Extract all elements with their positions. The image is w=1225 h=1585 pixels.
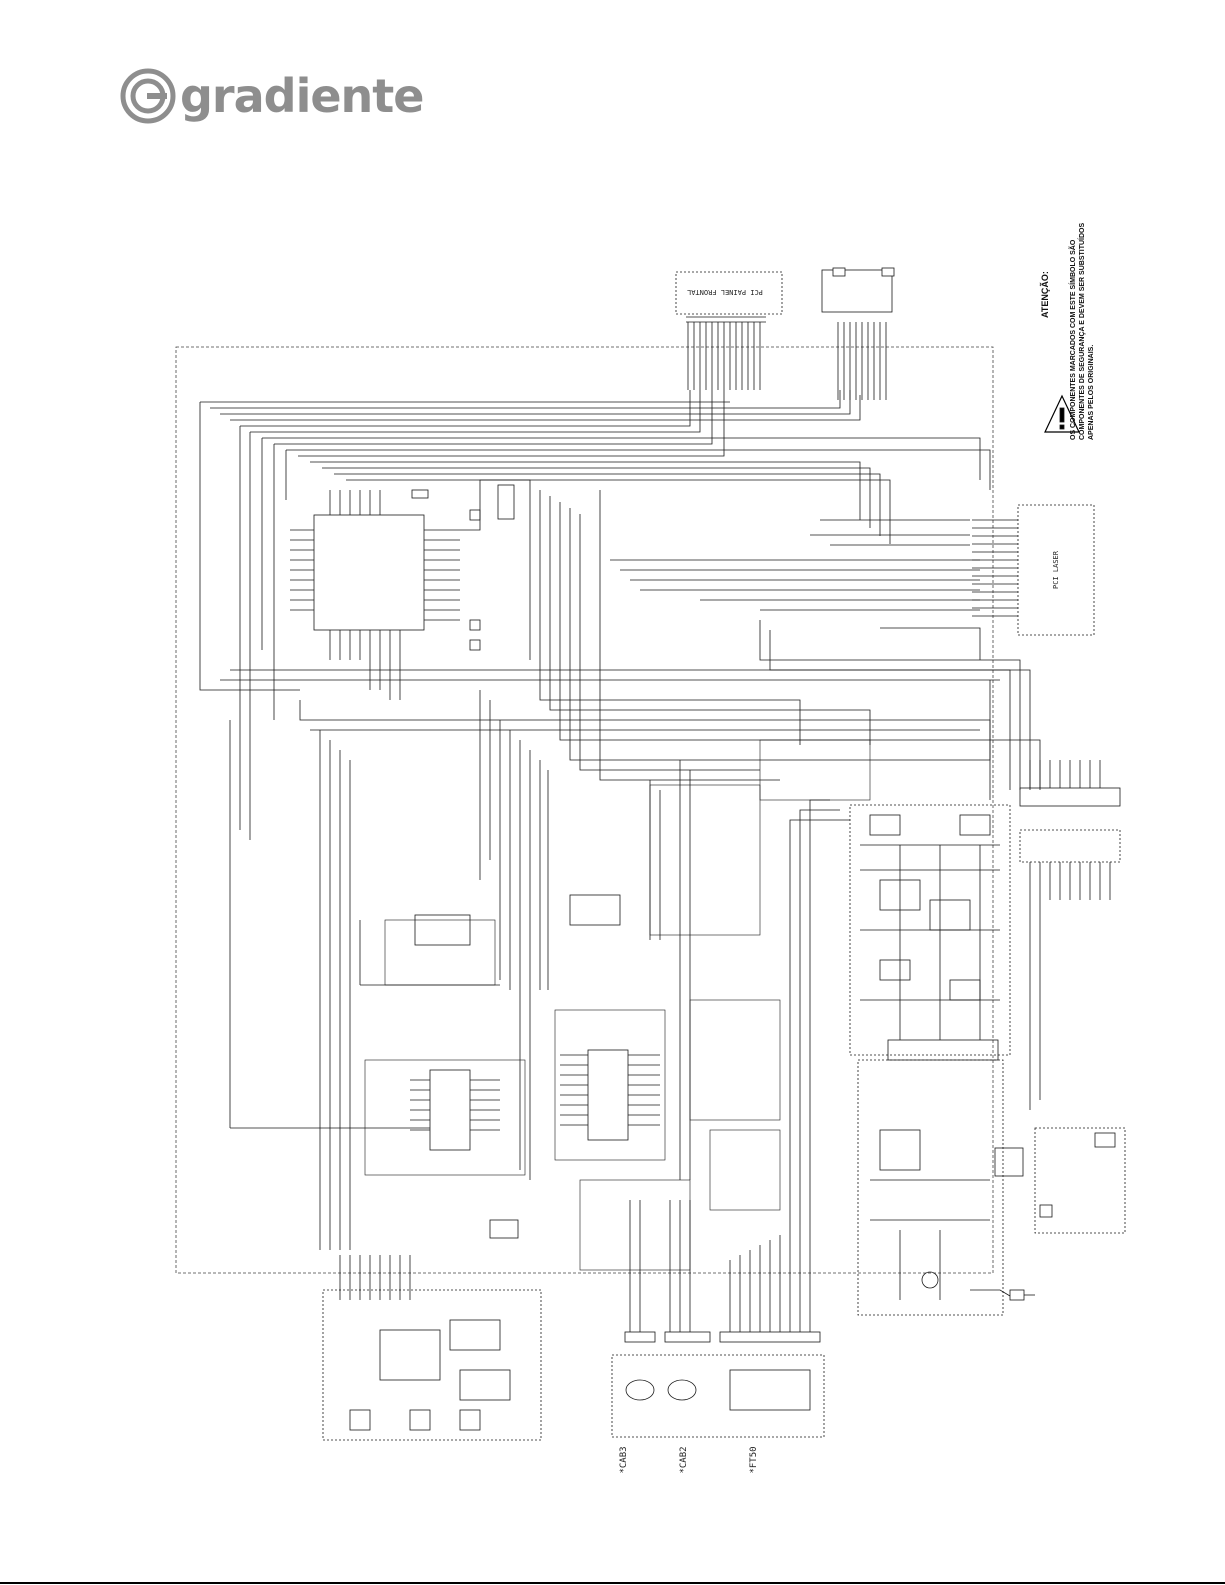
main-board-outline [176,347,993,1273]
mid-bus-lines [220,480,1040,800]
cab3-label: *CAB3 [619,1446,629,1473]
bottom-left-board [323,1290,541,1440]
power-supply-section [858,1060,1003,1315]
warning-line-3: APENAS PELOS ORIGINAIS. [1088,345,1095,440]
page-bottom-rule [0,1582,1225,1584]
right-connector-1 [1020,760,1120,806]
tuner-ic [415,915,470,945]
bottom-connector-cables [612,800,850,1437]
cab2-label: *CAB2 [679,1446,689,1473]
front-panel-label: PCI PAINEL FRONTAL [687,288,763,296]
warning-title: ATENÇÃO: [1040,271,1050,318]
audio-processor-ic [430,1070,470,1150]
warning-line-1: OS COMPONENTES MARCADOS COM ESTE SÍMBOLO… [1068,239,1077,440]
front-panel-connector [688,322,760,390]
main-mcu [314,515,424,630]
vertical-trunks [320,690,690,1250]
warning-line-2: COMPONENTES DE SEGURANÇA E DEVEM SER SUB… [1077,223,1086,440]
laser-board-label: PCI LASER [1052,550,1060,589]
dsp-ic [588,1050,628,1140]
top-bus-lines [200,390,990,690]
tuner-module [822,270,892,312]
right-connector-2 [1020,830,1120,1110]
ft50-label: *FT50 [749,1446,759,1473]
laser-connector [972,520,1018,616]
